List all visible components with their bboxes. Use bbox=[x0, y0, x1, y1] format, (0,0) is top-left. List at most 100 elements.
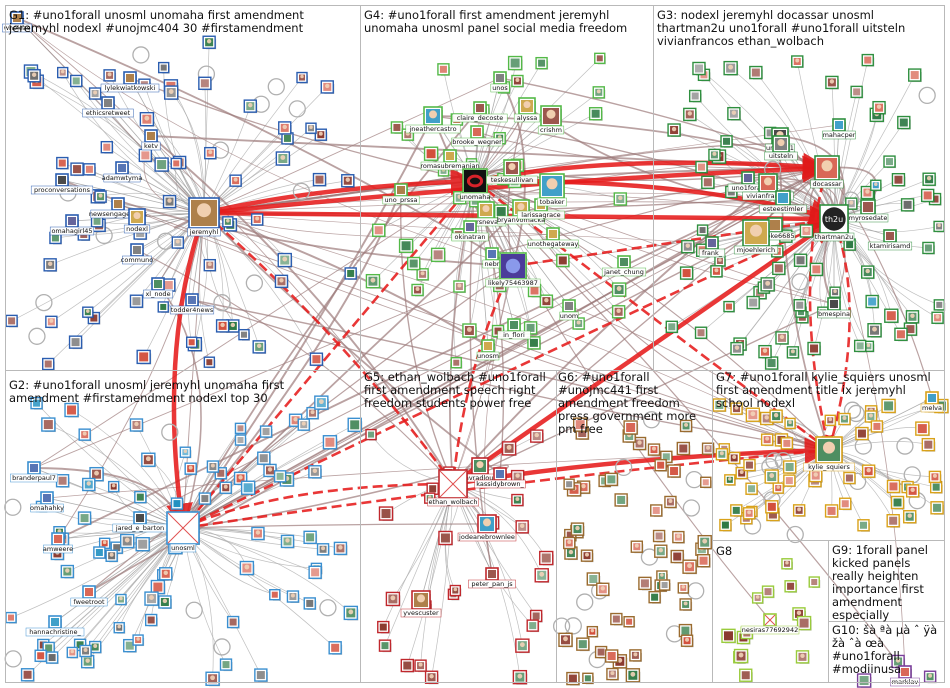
node-thumbnail bbox=[930, 501, 945, 515]
node-label-bg bbox=[486, 175, 538, 185]
node-thumbnail bbox=[226, 319, 240, 333]
node-thumbnail bbox=[745, 482, 759, 496]
node-thumbnail bbox=[897, 115, 911, 130]
node-label-bg bbox=[476, 351, 500, 361]
group-label-g8: G8 bbox=[716, 544, 733, 558]
node-mahacper: mahacper bbox=[822, 118, 856, 140]
node-thumbnail bbox=[20, 668, 35, 682]
node-thumbnail bbox=[450, 357, 463, 369]
node-label: lylekwiatkowski bbox=[105, 84, 156, 92]
node-thumbnail bbox=[894, 327, 908, 342]
node-thumbnail bbox=[807, 341, 822, 356]
node-thumbnail bbox=[795, 650, 810, 664]
node-thumbnail bbox=[694, 326, 708, 340]
edge bbox=[826, 167, 933, 399]
node-label: vivianfrancos bbox=[746, 192, 790, 200]
edge bbox=[182, 523, 488, 529]
edge bbox=[420, 483, 454, 666]
node-label: mjoehlerich bbox=[737, 246, 775, 254]
node-omahagirl45: omahagirl45 bbox=[49, 214, 95, 236]
node-label: jneathercastro bbox=[408, 125, 456, 133]
self-loop bbox=[682, 499, 701, 517]
edge bbox=[203, 212, 554, 238]
node-label-bg bbox=[169, 543, 197, 553]
group-box-g3 bbox=[653, 5, 945, 371]
node-thumbnail bbox=[378, 506, 394, 522]
node-thumbnail bbox=[614, 493, 629, 507]
node-thumbnail bbox=[424, 670, 439, 685]
node-thumbnail bbox=[306, 406, 320, 420]
node-thumbnail bbox=[296, 71, 309, 84]
node-label: docassar bbox=[812, 180, 841, 188]
group-label-g9: G9: 1forall panel kicked panels really h… bbox=[832, 543, 928, 622]
node-thumbnail bbox=[931, 311, 945, 325]
node-thumbnail bbox=[825, 75, 839, 90]
node-label: marsnevada bbox=[466, 218, 506, 226]
node-thumbnail bbox=[724, 474, 736, 486]
node-label-bg bbox=[452, 113, 508, 123]
node-thumbnail bbox=[539, 294, 554, 309]
node-thumbnail bbox=[438, 530, 453, 546]
node-amweere: amweere bbox=[43, 532, 73, 554]
node-thumbnail bbox=[93, 546, 106, 560]
node-thumbnail bbox=[586, 625, 599, 638]
node-thumbnail bbox=[68, 335, 83, 350]
node-thumbnail bbox=[700, 476, 712, 489]
node-thumbnail bbox=[275, 151, 291, 167]
node-label-bg bbox=[517, 210, 565, 220]
node-thumbnail bbox=[144, 613, 158, 627]
edge-strong bbox=[446, 265, 515, 486]
self-loop bbox=[28, 327, 46, 345]
node-thumbnail bbox=[400, 658, 415, 673]
node-thumbnail bbox=[721, 628, 736, 644]
node-thumbnail bbox=[701, 442, 715, 456]
node-jneathercastro: jneathercastro bbox=[405, 106, 461, 134]
node-thumbnail bbox=[273, 470, 287, 483]
node-thumbnail bbox=[507, 55, 523, 71]
node-thumbnail bbox=[77, 511, 92, 526]
node-bmespina: bmespina bbox=[817, 297, 851, 319]
node-thumbnail bbox=[647, 443, 661, 457]
node-thumbnail bbox=[772, 482, 785, 495]
node-thumbnail bbox=[760, 433, 774, 447]
node-thumbnail bbox=[582, 672, 594, 685]
self-loop bbox=[4, 498, 22, 516]
edge-strong bbox=[181, 180, 476, 530]
node-nesiras77692942: nesiras77692942 bbox=[740, 613, 800, 635]
edge bbox=[182, 242, 713, 529]
group-label-g4: G4: #uno1forall first amendment jeremyhl… bbox=[364, 8, 628, 35]
edge-strong bbox=[825, 218, 851, 452]
node-thumbnail bbox=[730, 341, 745, 356]
node-thumbnail bbox=[56, 156, 69, 170]
node-thumbnail bbox=[89, 466, 105, 482]
node-thumbnail bbox=[648, 590, 662, 604]
node-thumbnail bbox=[328, 641, 343, 655]
node-nodexl: nodexl bbox=[123, 208, 151, 234]
node-thumbnail bbox=[905, 484, 920, 498]
node-thumbnail bbox=[105, 549, 119, 563]
node-thumbnail bbox=[372, 223, 386, 238]
edge bbox=[117, 203, 830, 451]
node-label: esteestimler bbox=[763, 205, 804, 213]
node-label: nebr bbox=[485, 260, 500, 268]
node-tobaker: tobaker bbox=[537, 173, 567, 207]
node-thumbnail bbox=[891, 654, 906, 669]
node-label: brooke_wegner bbox=[452, 138, 502, 146]
node-unos: unos bbox=[490, 71, 510, 93]
node-thumbnail bbox=[611, 305, 626, 319]
node-label-bg bbox=[817, 309, 851, 319]
node-thumbnail bbox=[280, 534, 295, 549]
node-label-bg bbox=[803, 462, 855, 472]
node-label: todder4news bbox=[171, 306, 214, 314]
node-thumbnail bbox=[511, 493, 524, 507]
edge bbox=[452, 265, 514, 485]
node-thumbnail bbox=[883, 155, 897, 169]
node-thumbnail bbox=[715, 448, 729, 461]
node-thumbnail bbox=[606, 667, 619, 681]
node-label-bg bbox=[141, 141, 161, 151]
node-label-bg bbox=[485, 278, 541, 288]
node-thumbnail bbox=[66, 646, 79, 659]
node-thumbnail bbox=[570, 522, 585, 537]
node-label-bg bbox=[25, 627, 85, 637]
node-label: amweere bbox=[43, 545, 73, 553]
